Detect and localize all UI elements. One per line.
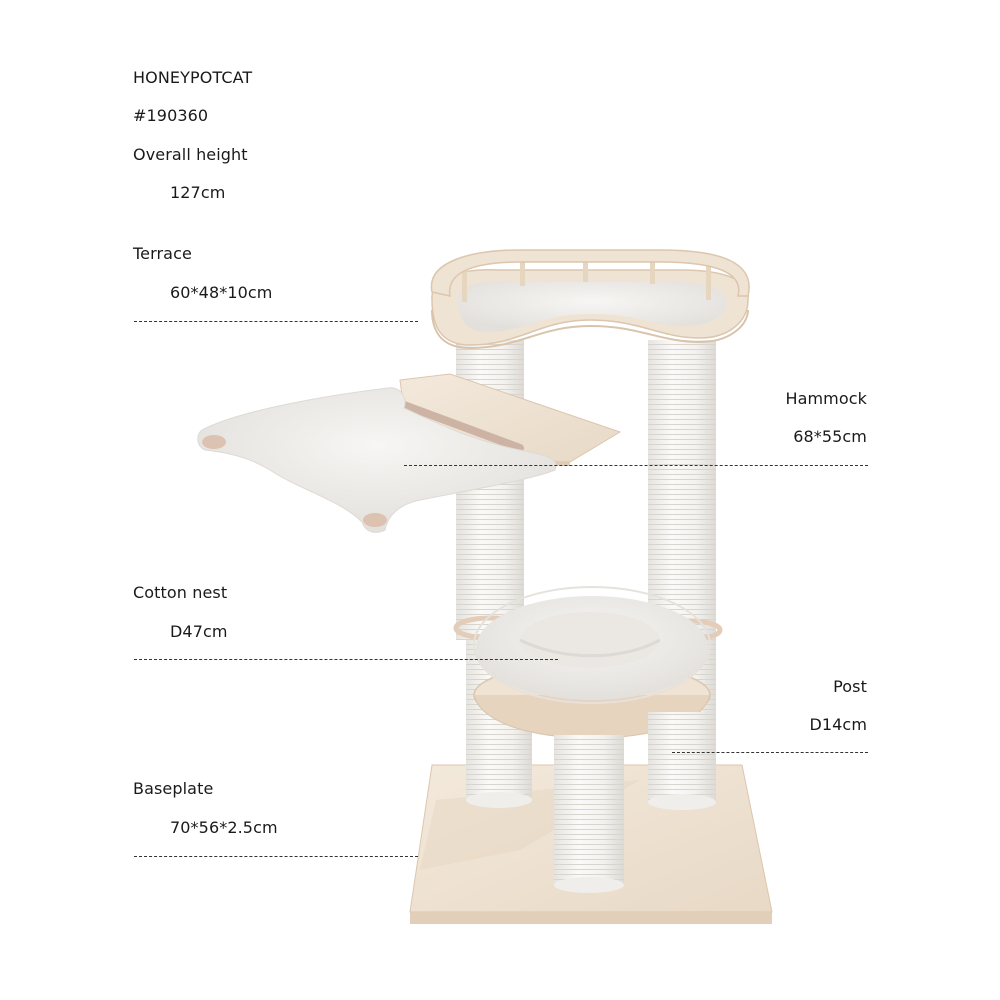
nest-platform xyxy=(473,662,711,739)
callout-baseplate-leader-line xyxy=(134,856,418,857)
cotton-nest xyxy=(473,586,711,704)
callout-post-label: Post xyxy=(833,677,867,696)
callout-hammock-value: 68*55cm xyxy=(793,427,867,446)
baseplate xyxy=(409,764,773,924)
callout-post-value: D14cm xyxy=(809,715,867,734)
brand-name: HONEYPOTCAT xyxy=(133,68,253,87)
post-back-right xyxy=(648,340,716,810)
callout-hammock-label: Hammock xyxy=(785,389,867,408)
post-right-lower xyxy=(648,712,716,810)
callout-terrace-leader-line xyxy=(134,321,418,322)
callout-hammock-leader-line xyxy=(404,465,868,466)
post-rings xyxy=(453,615,723,642)
post-front-center xyxy=(554,735,624,893)
callout-terrace-label: Terrace xyxy=(133,244,192,263)
callout-terrace-value: 60*48*10cm xyxy=(170,283,273,302)
callout-cotton-nest-label: Cotton nest xyxy=(133,583,228,602)
overall-height-label: Overall height xyxy=(133,145,248,164)
hammock-platform xyxy=(392,373,622,466)
overall-height-value: 127cm xyxy=(170,183,226,202)
post-upper-left xyxy=(456,340,524,640)
post-left-lower xyxy=(458,455,524,635)
terrace xyxy=(430,249,750,350)
callout-post-leader-line xyxy=(672,752,868,753)
hammock xyxy=(197,387,557,533)
callout-cotton-nest-leader-line xyxy=(134,659,558,660)
model-number: #190360 xyxy=(133,106,209,125)
callout-baseplate-label: Baseplate xyxy=(133,779,214,798)
callout-baseplate-value: 70*56*2.5cm xyxy=(170,818,278,837)
post-back-left xyxy=(466,640,532,808)
callout-cotton-nest-value: D47cm xyxy=(170,622,228,641)
